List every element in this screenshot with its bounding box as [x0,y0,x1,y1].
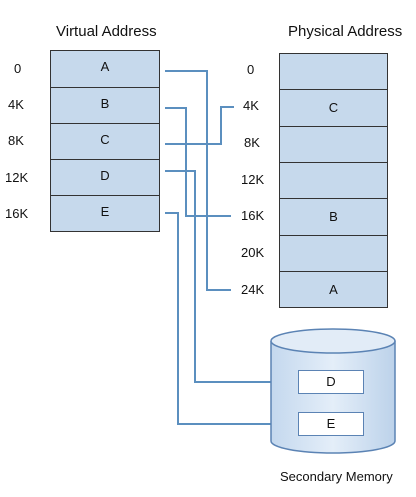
physical-frame: B [279,198,388,236]
virtual-page-c: C [50,123,160,160]
physical-offset-label: 24K [241,282,265,297]
physical-offset-label: 12K [241,172,265,187]
connector-d-to-disk [165,170,272,383]
physical-offset-label: 4K [243,98,259,113]
connector-e-to-disk [165,212,272,425]
virtual-page-b: B [50,87,160,124]
connector-b-to-16k [165,107,231,217]
virtual-page-e: E [50,195,160,232]
secondary-page-e: E [298,412,364,436]
virtual-offset-label: 8K [8,133,24,148]
secondary-page-d: D [298,370,364,394]
virtual-offset-label: 4K [8,97,24,112]
physical-offset-label: 8K [244,135,260,150]
connector-a-to-24k [165,70,231,291]
virtual-page-d: D [50,159,160,196]
virtual-page-a: A [50,50,160,88]
physical-address-title: Physical Address [288,23,403,40]
virtual-offset-label: 16K [5,206,29,221]
secondary-memory-caption: Secondary Memory [280,469,393,484]
physical-offset-label: 16K [241,208,265,223]
physical-offset-label: 20K [241,245,265,260]
physical-frame: A [279,271,388,308]
virtual-offset-label: 12K [5,170,29,185]
virtual-address-title: Virtual Address [56,23,157,40]
connector-c-to-4k [165,106,234,145]
physical-offset-label: 0 [247,62,255,77]
virtual-offset-label: 0 [14,61,22,76]
